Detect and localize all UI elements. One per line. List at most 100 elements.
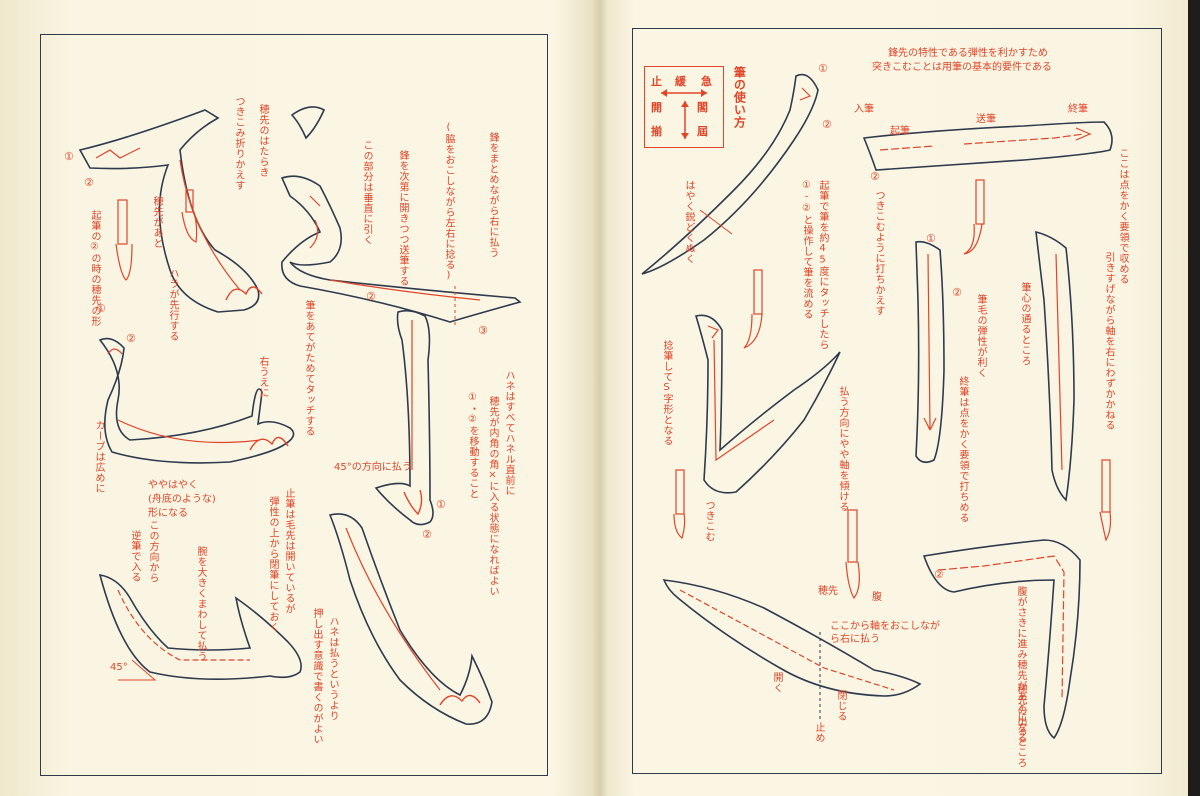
annotation-from-here: ここから軸をおこしながら右に払う <box>830 621 940 645</box>
legend-box: 止 緩 急 開 閣 揃 屆 <box>644 66 724 148</box>
annotation-quick-sharp: はやく鋭どくぬく <box>683 180 694 264</box>
brush-sketch-left <box>115 189 198 281</box>
stroke-dot-top <box>290 106 326 140</box>
right-page: 鋒先の特性である弾性を利かすため 突きこむことは用筆の基本的要件である 止 緩 … <box>604 0 1188 796</box>
marker-2: ② <box>366 290 376 303</box>
annotation-start-touch2: ①-②と操作して筆を流める <box>801 180 812 320</box>
annotation-entry: 入筆 <box>854 104 874 115</box>
book-gutter <box>592 0 608 796</box>
annotation-end-stroke: 終筆は点をかく要領で打ちめる <box>957 376 968 523</box>
stroke-bottom-hook <box>98 574 302 680</box>
annotation-stop: 止め <box>813 722 824 743</box>
stroke-turn <box>922 539 1081 740</box>
annotation-tip-gather: 穂先のはたらき <box>257 104 268 178</box>
annotation-belly-strike: ハラが先行する <box>167 268 178 342</box>
legend-open: 開 <box>651 101 662 114</box>
legend-title: 筆の使い方 <box>732 66 747 129</box>
annotation-start: 起筆 <box>890 126 910 137</box>
stroke-long-diagonal <box>328 513 493 725</box>
annotation-twist-s: 捻筆してS字形となる <box>661 340 672 446</box>
marker-1: ① <box>64 150 74 163</box>
annotation-tsukikomu: つきこむように打ちかえす <box>873 190 884 316</box>
annotation-send: 送筆 <box>976 114 996 125</box>
annotation-gather-end: ここは点をかく要領で収める <box>1117 148 1128 285</box>
marker-3: ③ <box>478 324 488 337</box>
marker-2: ② <box>422 528 432 541</box>
marker-2: ② <box>84 176 94 189</box>
annotation-this-part: この部分は垂直に引く <box>361 140 372 245</box>
annotation-spring-works: 筆毛の弾性が利く <box>975 294 986 378</box>
annotation-tip: 穂先 <box>818 586 838 597</box>
annotation-angle45: 45° <box>110 662 128 673</box>
stroke-bottom-diagonal <box>662 579 922 697</box>
annotation-brush-pos: 起筆の②の時の穂先の形 <box>89 210 100 327</box>
legend-fast: 急 <box>701 75 712 88</box>
top-note-1: 鋒先の特性である弾性を利かすため <box>888 48 1048 59</box>
legend-close: 揃 <box>651 125 662 138</box>
annotation-like-hawk: (舟底のような) <box>148 494 216 505</box>
annotation-spring-above: 弾性の上から閉筆にしておく <box>267 496 278 633</box>
annotation-tip-out: 穂先の出るところ <box>1015 684 1026 768</box>
annotation-shape: 形になる <box>148 508 188 519</box>
marker-2: ② <box>934 568 944 581</box>
stroke-vertical-short <box>915 240 945 464</box>
left-page-frame <box>40 34 548 776</box>
annotation-enter-back: 逆筆で入る <box>129 530 140 583</box>
scan-edge <box>1188 0 1200 796</box>
annotation-move-1-2: ①・②を移動すること <box>467 392 478 499</box>
marker-2: ② <box>126 332 136 345</box>
annotation-big-wrist: 腕を大きくまわして払う <box>195 546 206 662</box>
top-note-2: 突きこむことは用筆の基本的要件である <box>872 62 1052 73</box>
annotation-core-route: 筆心の通るところ <box>1019 282 1030 366</box>
left-page-strokes <box>78 106 522 725</box>
annotation-belly-first: 腹がさきに進み穂先があとになる <box>1015 586 1026 744</box>
annotation-quick: ややはやく <box>148 480 198 491</box>
annotation-end: 終筆 <box>1068 104 1088 115</box>
legend-arrows <box>661 89 707 139</box>
stroke-l <box>694 314 841 494</box>
annotation-hane-note2: 穂先が内角の角×に入る状態になればよい <box>487 396 498 597</box>
annotation-hane-note1: ハネはすべてハネル直前に <box>503 370 514 496</box>
annotation-pull-dir: 払う方向にやや軸を傾ける <box>837 386 848 512</box>
right-page-strokes <box>641 73 1113 740</box>
left-page: ① ② ① ② ② ③ ① ② つきこみ折りかえす 穂先のはたらき 起筆の②の時… <box>0 0 596 796</box>
stroke-diagonal <box>280 175 522 323</box>
marker-1: ① <box>436 498 446 511</box>
annotation-open: 開く <box>771 672 782 693</box>
brush-sketch-right <box>673 179 1112 600</box>
legend-stop: 止 <box>651 75 662 88</box>
marker-1: ① <box>96 302 106 315</box>
stroke-left-sweep <box>641 73 819 275</box>
annotation-tip-after: 穂先があと <box>151 196 162 249</box>
right-page-frame <box>632 28 1162 774</box>
annotation-hane-push1: ハネは払うというより <box>327 616 338 721</box>
stroke-vertical-hook <box>374 309 434 526</box>
annotation-pull-gradually: 鋒を次第に開きつつ送筆する <box>397 150 408 287</box>
marker-1: ① <box>818 62 828 75</box>
legend-reach: 屆 <box>697 125 708 138</box>
legend-slow: 緩 <box>675 75 686 88</box>
stroke-horizontal <box>862 121 1113 171</box>
annotation-curve-wide: カーブは広めに <box>93 420 104 494</box>
annotation-belly: 腹 <box>872 592 882 603</box>
marker-2: ② <box>952 286 962 299</box>
legend-open2: 閣 <box>697 101 708 114</box>
annotation-to-right: 右うえに <box>257 356 268 398</box>
annotation-tsukikomu2: つきこむ <box>703 500 714 542</box>
annotation-pull-right: 引きすげながら軸を右にわずかかねる <box>1103 252 1114 431</box>
annotation-gather-tip: 鋒をまとめながら右に払う <box>487 132 498 258</box>
annotation-close: 閉じる <box>835 690 846 722</box>
annotation-fold-back: つきこみ折りかえす <box>233 96 244 191</box>
marker-2: ② <box>870 170 880 183</box>
marker-2: ② <box>822 118 832 131</box>
annotation-hane-push2: 押し出す意識で書くのがよい <box>311 608 322 745</box>
annotation-from-this-dir: この方向から <box>147 520 158 583</box>
annotation-press-touch: 筆をあてがためてタッチする <box>303 300 314 437</box>
annotation-dir45: 45°の方向に払う <box>334 462 412 473</box>
annotation-stop-tip: 止筆は毛先は開いているが <box>283 488 294 614</box>
annotation-start-touch1: 起筆で筆を約45度にタッチしたら <box>817 180 828 350</box>
marker-1: ① <box>926 232 936 245</box>
stroke-vertical-long <box>1035 230 1075 502</box>
stroke-curve-l <box>98 337 295 464</box>
